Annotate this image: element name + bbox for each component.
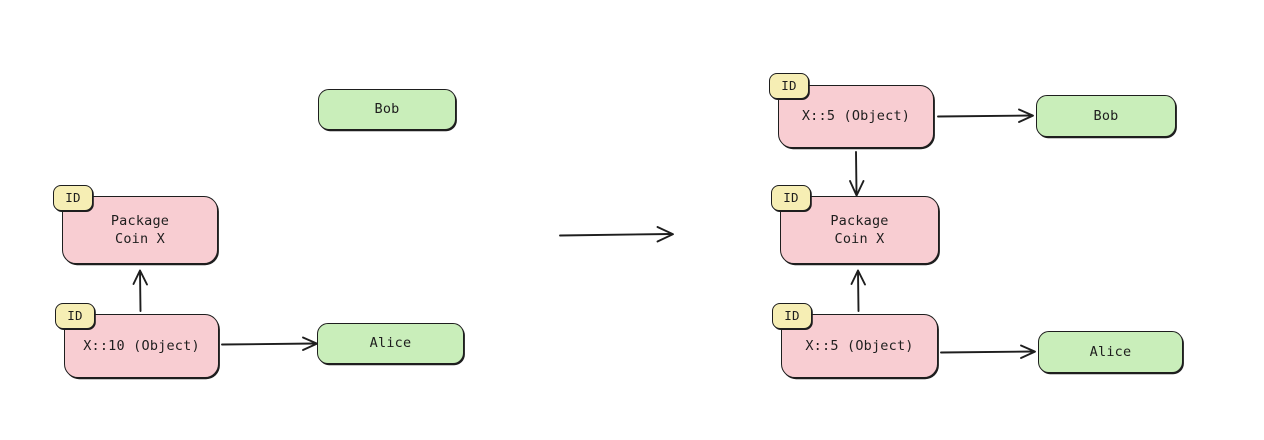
- owner-box-bob-after[interactable]: Bob: [1036, 95, 1176, 137]
- arrow-object-to-bob-right: [937, 108, 1034, 123]
- owner-box-alice-after[interactable]: Alice: [1038, 331, 1183, 373]
- id-tag-package-before[interactable]: ID: [53, 185, 93, 211]
- id-tag-object-x10-before[interactable]: ID: [55, 303, 95, 329]
- id-tag-object-x5-top-after[interactable]: ID: [769, 73, 809, 99]
- id-tag-package-after[interactable]: ID: [771, 185, 811, 211]
- arrow-object-to-alice-left: [221, 336, 318, 351]
- owner-box-alice-before[interactable]: Alice: [317, 323, 464, 364]
- arrow-object-to-alice-right: [940, 344, 1036, 359]
- owner-box-bob-before[interactable]: Bob: [318, 89, 456, 130]
- transition-arrow: [559, 226, 674, 243]
- object-box-x10-before[interactable]: X::10 (Object): [64, 314, 219, 378]
- arrow-object-to-package-right: [849, 151, 865, 197]
- id-tag-object-x5-bottom-after[interactable]: ID: [772, 303, 812, 329]
- package-box-before[interactable]: Package Coin X: [62, 196, 218, 264]
- arrow-object-to-package-left: [132, 269, 148, 312]
- arrow-object-bottom-to-package-right: [850, 269, 866, 312]
